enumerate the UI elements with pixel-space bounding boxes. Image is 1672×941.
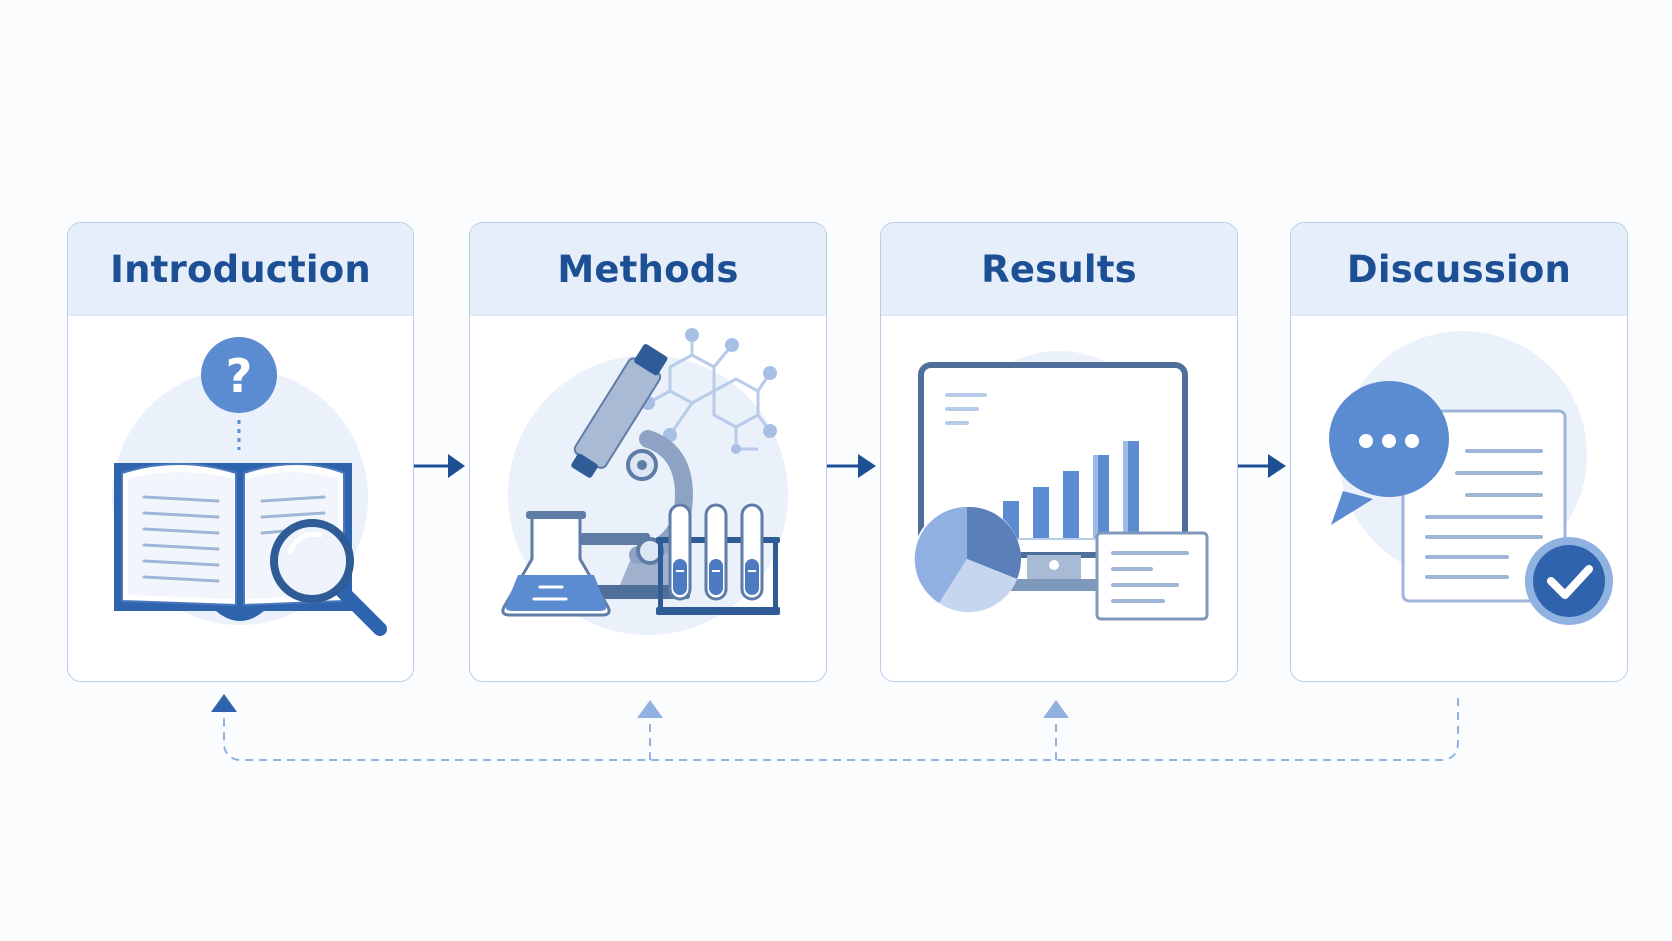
stage-header-introduction: Introduction	[68, 223, 413, 316]
stage-card-results: Results	[880, 222, 1238, 682]
stage-header-methods: Methods	[470, 223, 826, 316]
stage-header-results: Results	[881, 223, 1237, 316]
stage-card-introduction: Introduction ?	[67, 222, 414, 682]
book-question-magnifier-icon: ?	[112, 337, 387, 636]
arrow-results-to-discussion	[1238, 454, 1286, 478]
speech-document-check-icon	[1329, 331, 1613, 625]
feedback-loop-line	[223, 698, 1459, 761]
stage-title-results: Results	[981, 247, 1137, 291]
arrow-intro-to-methods	[414, 454, 465, 478]
stage-title-discussion: Discussion	[1346, 247, 1572, 291]
feedback-arrowhead-introduction	[211, 694, 237, 712]
arrow-methods-to-results	[827, 454, 876, 478]
svg-text:?: ?	[226, 349, 253, 403]
stage-title-methods: Methods	[557, 247, 739, 291]
stage-header-discussion: Discussion	[1291, 223, 1627, 316]
feedback-arrowhead-results	[1043, 700, 1069, 718]
stage-title-introduction: Introduction	[110, 247, 371, 291]
feedback-arrowhead-methods	[637, 700, 663, 718]
stage-card-discussion: Discussion	[1290, 222, 1628, 682]
monitor-charts-icon	[913, 351, 1209, 621]
microscope-lab-icon	[501, 328, 788, 635]
stage-card-methods: Methods	[469, 222, 827, 682]
